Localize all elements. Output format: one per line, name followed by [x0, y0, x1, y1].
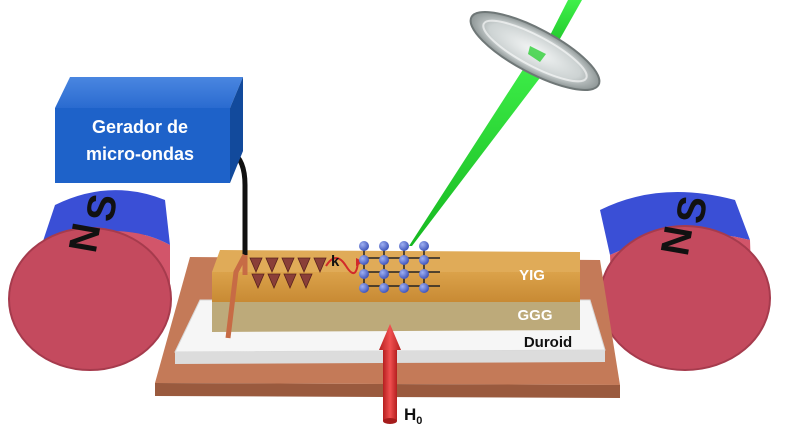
left-magnet: N S	[8, 190, 172, 371]
yig-label: YIG	[519, 267, 545, 284]
ggg-label: GGG	[517, 307, 552, 324]
wavevector-label: k	[331, 253, 340, 270]
generator-label-line2: micro-ondas	[86, 144, 194, 164]
field-subscript: 0	[416, 415, 422, 427]
focusing-lens	[469, 11, 601, 91]
spin-site	[359, 241, 429, 293]
field-symbol: H	[404, 405, 416, 424]
right-magnet-face	[600, 226, 770, 370]
duroid-label: Duroid	[524, 334, 572, 351]
spin-cone	[249, 257, 327, 290]
microwave-generator	[55, 77, 243, 183]
left-magnet-face	[9, 228, 171, 370]
spin-wave-cones	[249, 257, 327, 290]
right-magnet: N S	[599, 192, 771, 371]
ggg-layer	[212, 300, 580, 332]
field-label: H0	[404, 405, 422, 427]
spin-lattice	[359, 241, 440, 293]
generator-label-line1: Gerador de	[92, 117, 188, 137]
field-arrow	[379, 324, 401, 424]
